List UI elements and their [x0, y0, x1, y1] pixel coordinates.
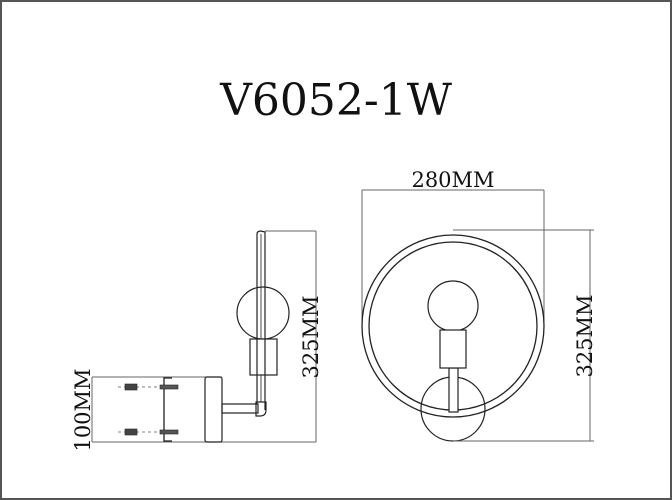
side-depth-label: 100MM — [71, 368, 95, 451]
front-width-label: 280MM — [411, 168, 494, 192]
side-view — [91, 230, 317, 443]
model-title: V6052-1W — [219, 75, 453, 126]
screw-bottom — [118, 428, 179, 436]
front-height-label: 325MM — [573, 294, 597, 377]
screw-top — [118, 383, 179, 391]
side-height-label: 325MM — [299, 295, 323, 378]
front-view — [361, 189, 594, 442]
